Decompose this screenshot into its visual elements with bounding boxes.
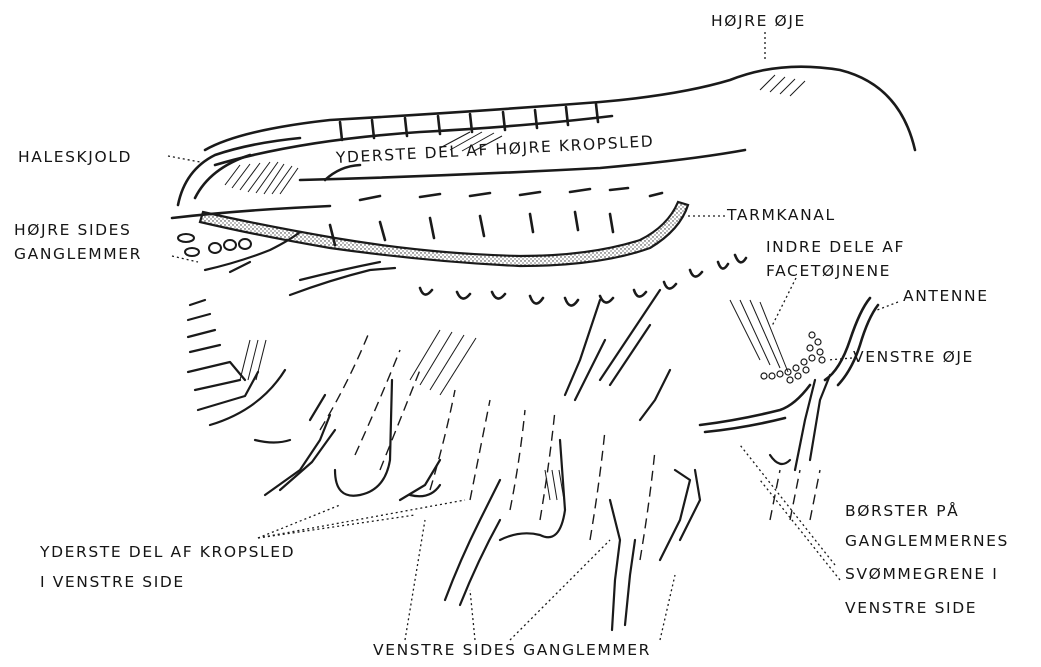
label-venstre-sides-ganglemmer: VENSTRE SIDES GANGLEMMER [373,643,651,659]
label-venstre-oje: VENSTRE ØJE [853,350,974,366]
ventral-appendages [265,290,830,630]
label-yderste-venstre-line2: I VENSTRE SIDE [40,575,185,591]
antenna [825,298,870,380]
label-hojre-oje: HØJRE ØJE [711,14,806,30]
gut-canal [200,202,688,266]
segment-dashes [330,188,662,245]
label-hojre-sides-line2: GANGLEMMER [14,247,142,263]
label-antenne: ANTENNE [903,289,989,305]
label-indre-dele-line2: FACETØJNENE [766,264,891,280]
label-borster-line4: VENSTRE SIDE [845,601,977,617]
label-hojre-sides-line1: HØJRE SIDES [14,223,132,239]
mouth-line [700,385,810,425]
label-tarmkanal: TARMKANAL [727,208,836,224]
left-posterior-limbs [188,300,290,443]
label-borster-line3: SVØMMEGRENE I [845,567,998,583]
label-yderste-venstre-line1: YDERSTE DEL AF KROPSLED [40,545,295,561]
label-borster-line2: GANGLEMMERNES [845,534,1009,550]
label-haleskjold: HALESKJOLD [18,150,132,166]
left-eye-facets [761,332,825,383]
label-borster-line1: BØRSTER PÅ [845,504,959,520]
label-indre-dele-line1: INDRE DELE AF [766,240,905,256]
